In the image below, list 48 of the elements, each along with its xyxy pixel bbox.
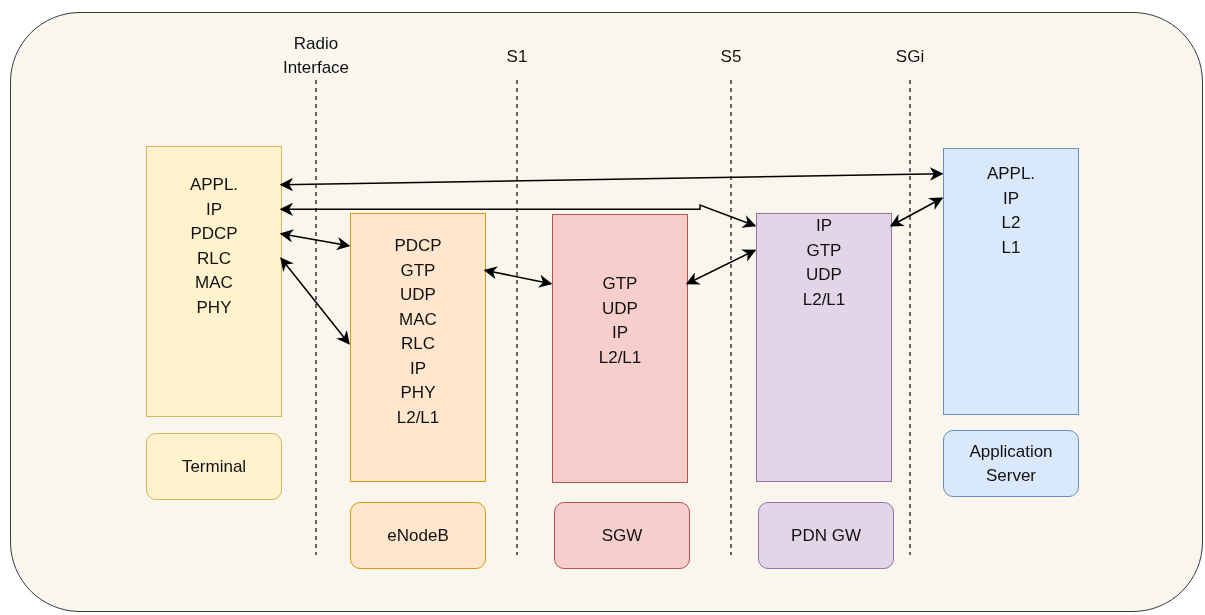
double-arrow [279, 229, 351, 251]
interface-label: SGi [894, 46, 926, 68]
protocol-stack-box [756, 213, 892, 482]
interface-label: Radio Interface [281, 33, 351, 79]
protocol-layer-label: L2/L1 [597, 346, 643, 369]
protocol-layer-label: L2/L1 [395, 406, 441, 429]
double-arrow [279, 202, 757, 228]
interface-label: S5 [719, 46, 743, 68]
double-arrow [280, 257, 350, 345]
protocol-layer-label: GTP [601, 273, 639, 295]
protocol-layer-label: PHY [399, 382, 437, 404]
protocol-stack-box [943, 148, 1079, 415]
protocol-layer-label: RLC [400, 333, 436, 355]
protocol-layer-label: PDCP [393, 235, 443, 257]
double-arrow [279, 167, 944, 192]
protocol-layer-label: L1 [1000, 236, 1022, 259]
protocol-layer-label: L2 [1000, 212, 1022, 234]
protocol-layer-label: UDP [601, 297, 639, 320]
double-arrow [483, 266, 553, 288]
protocol-stack-box [350, 213, 486, 482]
network-element-name: SGW [554, 502, 690, 569]
protocol-layer-label: GTP [805, 239, 843, 262]
protocol-layer-label: IP [610, 322, 630, 344]
double-arrow [889, 197, 944, 227]
double-arrow [685, 249, 757, 285]
interface-label: S1 [505, 46, 529, 68]
protocol-layer-label: IP [408, 357, 428, 380]
network-element-name: Terminal [146, 433, 282, 500]
protocol-layer-label: PHY [195, 296, 233, 319]
protocol-layer-label: APPL. [985, 163, 1037, 185]
network-element-name: eNodeB [350, 502, 486, 569]
protocol-layer-label: GTP [399, 259, 437, 282]
rounded-panel [10, 12, 1203, 612]
protocol-stack-box [146, 146, 282, 417]
network-element-name: PDN GW [758, 502, 894, 569]
network-element-name: Application Server [943, 430, 1079, 497]
protocol-stack-box [552, 214, 688, 483]
protocol-layer-label: UDP [805, 264, 843, 286]
protocol-layer-label: RLC [196, 247, 232, 270]
protocol-layer-label: MAC [398, 308, 438, 331]
protocol-layer-label: MAC [194, 272, 234, 294]
protocol-layer-label: IP [1001, 187, 1021, 210]
protocol-layer-label: IP [814, 215, 834, 237]
protocol-layer-label: APPL. [188, 174, 240, 196]
protocol-layer-label: L2/L1 [801, 288, 847, 311]
protocol-layer-label: PDCP [189, 223, 239, 245]
protocol-layer-label: IP [204, 198, 224, 221]
protocol-layer-label: UDP [399, 284, 437, 306]
